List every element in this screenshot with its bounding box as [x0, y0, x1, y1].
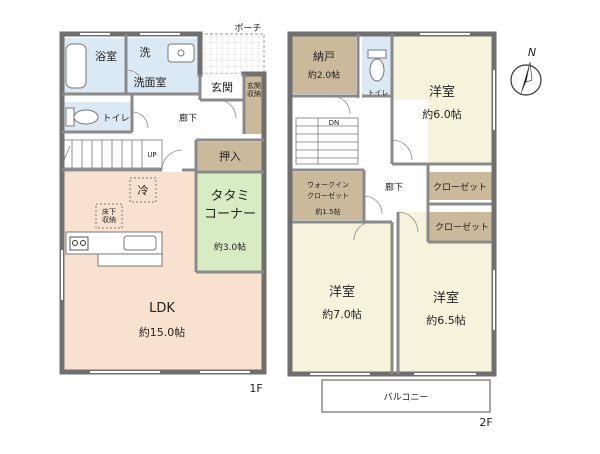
oshiire-room [196, 142, 264, 172]
hallway-label-2f: 廊下 [385, 181, 403, 193]
ldk-room-lower [196, 272, 264, 372]
bedroom-1-label: 洋室 [429, 84, 455, 100]
doors-1f [125, 69, 237, 171]
ldk-size: 約15.0帖 [139, 325, 186, 339]
toilet-icon-2f [367, 49, 387, 82]
floor-2f: DN バルコニー [287, 31, 497, 429]
walkin-line2: クローゼット [307, 191, 349, 200]
entrance-storage [244, 74, 264, 134]
porch-label: ポーチ [234, 23, 261, 34]
bedroom-3 [398, 242, 492, 372]
balcony [321, 379, 491, 413]
porch-area [199, 33, 265, 75]
tatami-size: 約3.0帖 [214, 241, 246, 253]
closet-2-label: クローゼット [435, 221, 489, 233]
floor-2f-label: 2F [479, 416, 492, 429]
stairs-up-label: UP [147, 151, 156, 159]
tatami-line2: コーナー [204, 207, 256, 222]
floor-storage-label: 床下収納 [102, 207, 116, 224]
walkin-size: 約1.5帖 [315, 207, 340, 216]
entrance-room [200, 74, 244, 100]
bedroom-2-size: 約7.0帖 [322, 307, 362, 321]
toilet-label-1f: トイレ [102, 114, 129, 124]
walkin-closet [292, 172, 364, 220]
entrance-label: 玄関 [211, 80, 233, 94]
entrance-storage-line1: 玄関 [247, 81, 261, 90]
toilet-icon-1f [65, 107, 99, 127]
compass-label: N [528, 46, 536, 59]
walkin-line1: ウォークイン [307, 181, 349, 189]
entrance-storage-label: 玄関収納 [247, 81, 261, 98]
floor-storage-box [95, 203, 123, 229]
bedroom-3-label: 洋室 [433, 290, 459, 306]
bath-label: 浴室 [95, 49, 117, 63]
washroom-label: 洗面室 [134, 75, 167, 89]
kitchen-counter [65, 231, 163, 267]
compass-icon: N [510, 46, 542, 96]
tatami-line1: タタミ [210, 189, 249, 204]
floor-storage-line2: 収納 [102, 215, 116, 224]
doors-2f [331, 95, 419, 241]
bedroom-1-size: 約6.0帖 [422, 107, 462, 121]
bathtub-icon [65, 43, 87, 89]
bedroom-3-upper [398, 212, 428, 242]
floor-1f-label: 1F [249, 382, 262, 395]
balcony-label: バルコニー [384, 392, 429, 403]
wash-label: 洗 [140, 46, 151, 59]
nando-room [292, 34, 356, 94]
fridge-box [129, 177, 157, 203]
nando-size: 約2.0帖 [308, 69, 340, 81]
ldk-label: LDK [149, 301, 175, 316]
interior-walls-1f [62, 34, 264, 274]
closet-1 [428, 172, 492, 200]
closet-2 [428, 212, 492, 242]
floor-storage-line1: 床下 [102, 207, 116, 216]
walkin-label: ウォークインクローゼット [307, 181, 349, 200]
windows-1f [61, 33, 250, 373]
closet-1-label: クローゼット [433, 181, 487, 193]
entrance-storage-line2: 収納 [247, 89, 261, 98]
nando-label: 納戸 [313, 50, 335, 63]
bedroom-2 [292, 222, 392, 372]
stairs-dn-label: DN [329, 119, 340, 127]
oshiire-label: 押入 [219, 149, 241, 163]
interior-walls-2f [292, 34, 492, 374]
stairs-2f [295, 117, 359, 165]
fridge-label: 冷 [138, 184, 149, 197]
windows-2f [310, 33, 495, 375]
ldk-room [62, 172, 196, 372]
bedroom-3-size: 約6.5帖 [426, 313, 466, 327]
tatami-room [196, 172, 264, 272]
floor-1f: ポーチ UP [59, 23, 267, 395]
washbasin-icon [167, 43, 195, 63]
toilet-label-2f: トイレ [368, 89, 389, 97]
hallway-label-1f: 廊下 [179, 112, 197, 124]
tatami-label: タタミコーナー [204, 189, 256, 222]
bedroom-2-label: 洋室 [329, 284, 355, 300]
